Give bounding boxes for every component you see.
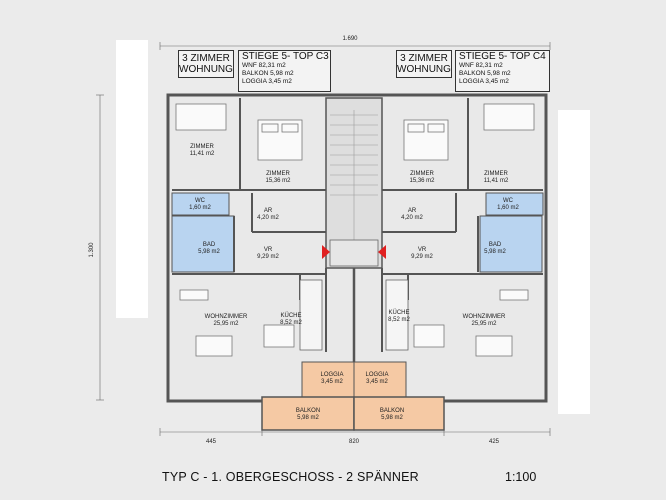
kitchen-counter-right [385,279,409,351]
bed-right-double [403,119,449,161]
room-name: ZIMMER [266,171,290,177]
room-name: ZIMMER [484,171,508,177]
room-area: 5,98 m2 [484,249,506,255]
wc-right [485,192,544,216]
room-name: ZIMMER [410,171,434,177]
dim-top-label: 1.690 [342,36,358,42]
room-area: 9,29 m2 [411,254,433,260]
plan-scale: 1:100 [505,470,537,484]
living-furniture-right [413,289,529,357]
bed-left-double [257,119,303,161]
bed-right-single [483,103,535,131]
living-furniture-left [179,289,295,357]
room-area: 9,29 m2 [257,254,279,260]
dim-left-label: 1.300 [89,242,95,258]
room-area: 8,52 m2 [388,317,410,323]
room-name: WOHNZIMMER [463,314,506,320]
unit-balkon: BALKON 5,98 m2 [459,70,511,77]
room-area: 1,60 m2 [497,205,519,211]
room-area: 11,41 m2 [190,151,215,157]
stair-core [325,97,383,269]
room-name: KÜCHE [280,312,301,319]
wc-left [171,192,230,216]
room-name: AR [264,208,273,214]
dim-bottom-right-label: 425 [489,439,500,445]
room-area: 11,41 m2 [484,178,509,184]
neighbour-block-left [116,40,148,318]
room-name: AR [408,208,417,214]
unit-type-box-left: 3 ZIMMER WOHNUNG [178,50,234,78]
unit-info-box-right: STIEGE 5- TOP C4 WNF 82,31 m2 BALKON 5,9… [455,50,550,92]
unit-type-box-right: 3 ZIMMER WOHNUNG [396,50,452,78]
room-name: WC [503,198,514,204]
room-area: 25,95 m2 [213,321,239,327]
room-name: KÜCHE [388,309,409,316]
room-name: BALKON [380,408,404,414]
unit-stiege-label: STIEGE 5- TOP C4 [459,51,546,62]
room-area: 15,36 m2 [409,178,435,184]
unit-balkon: BALKON 5,98 m2 [242,70,294,77]
room-name: WC [195,198,206,204]
unit-wnf: WNF 82,31 m2 [459,62,503,69]
room-area: 4,20 m2 [257,215,279,221]
balkon-left [261,396,355,431]
entry-arrow-right [378,245,386,259]
room-name: VR [418,247,427,253]
room-name: WOHNZIMMER [205,314,248,320]
unit-wnf: WNF 82,31 m2 [242,62,286,69]
room-area: 5,98 m2 [297,415,319,421]
room-name: LOGGIA [320,372,343,378]
room-name: BAD [489,242,502,248]
unit-info-box-left: STIEGE 5- TOP C3 WNF 82,31 m2 BALKON 5,9… [238,50,331,92]
kitchen-counter-left [299,279,323,351]
room-name: LOGGIA [365,372,388,378]
room-name: BAD [203,242,216,248]
walls-left [172,98,327,352]
unit-type-line1: 3 ZIMMER [182,53,230,64]
room-area: 5,98 m2 [198,249,220,255]
room-area: 4,20 m2 [401,215,423,221]
bad-left [171,215,235,273]
plan-title: TYP C - 1. OBERGESCHOSS - 2 SPÄNNER [162,470,419,484]
loggia-left [301,361,355,398]
room-name: VR [264,247,273,253]
room-area: 5,98 m2 [381,415,403,421]
bed-left-single [175,103,227,131]
room-area: 1,60 m2 [189,205,211,211]
unit-loggia: LOGGIA 3,45 m2 [459,78,509,85]
room-name: ZIMMER [190,144,214,150]
balkon-right [353,396,445,431]
unit-type-line2: WOHNUNG [179,64,233,75]
room-area: 3,45 m2 [321,379,343,385]
room-area: 8,52 m2 [280,320,302,326]
room-area: 25,95 m2 [471,321,497,327]
room-area: 3,45 m2 [366,379,388,385]
neighbour-block-right [558,110,590,414]
dim-bottom-left-label: 445 [206,439,217,445]
dimension-left [96,94,104,401]
walls-right [381,98,543,352]
room-area: 15,36 m2 [265,178,291,184]
unit-type-line1: 3 ZIMMER [400,53,448,64]
room-name: BALKON [296,408,320,414]
unit-stiege-label: STIEGE 5- TOP C3 [242,51,329,62]
dim-bottom-mid-label: 820 [349,439,360,445]
dimension-top [159,42,551,50]
unit-type-line2: WOHNUNG [397,64,451,75]
unit-loggia: LOGGIA 3,45 m2 [242,78,292,85]
entry-arrow-left [322,245,330,259]
bad-right [479,215,543,273]
